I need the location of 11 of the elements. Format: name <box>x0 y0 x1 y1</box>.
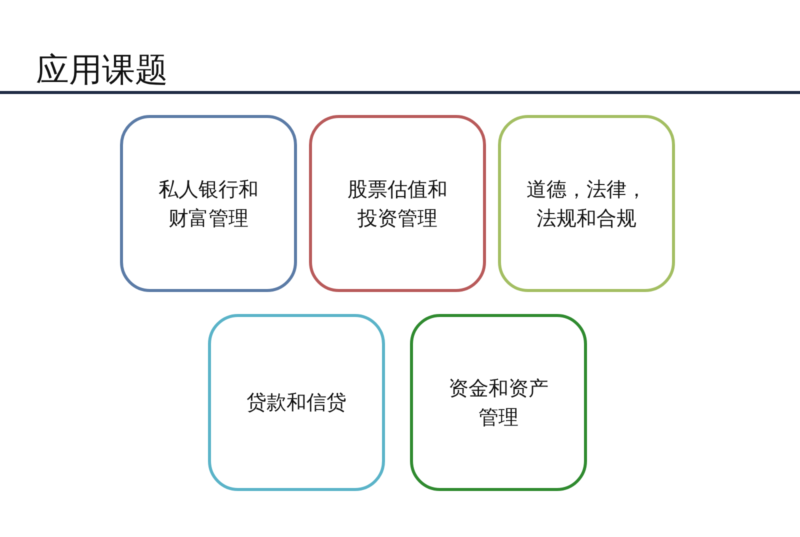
topic-box <box>120 115 297 292</box>
topic-label: 资金和资产管理 <box>448 374 548 430</box>
topic-label: 道德，法律，法规和合规 <box>526 176 646 232</box>
topic-label: 股票估值和投资管理 <box>348 176 448 232</box>
topic-box <box>410 314 587 491</box>
topic-label: 贷款和信贷 <box>246 389 346 416</box>
topic-box <box>309 115 486 292</box>
topic-box <box>498 115 675 292</box>
topic-box <box>208 314 385 491</box>
slide-title: 应用课题 <box>36 50 168 90</box>
topic-label: 私人银行和财富管理 <box>158 176 258 232</box>
